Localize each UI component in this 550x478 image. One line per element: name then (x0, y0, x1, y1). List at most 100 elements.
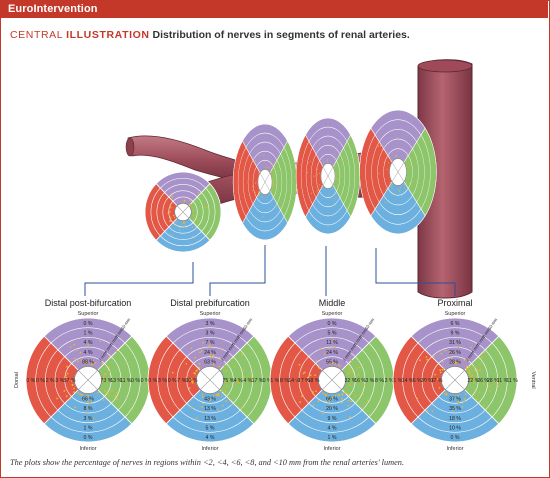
nerve-dot (403, 183, 405, 186)
nerve-dot (441, 368, 444, 371)
nerve-dot (468, 371, 471, 374)
nerve-dot (468, 372, 471, 375)
nerve-dot (224, 390, 227, 393)
nerve-dot (111, 389, 113, 391)
ventral-value: 17 % (252, 378, 264, 384)
nerve-dot (396, 137, 398, 139)
distance-ring (35, 327, 141, 433)
nerve-dot (419, 359, 421, 362)
lumen-cross (322, 166, 334, 186)
nerve-dot (73, 387, 75, 390)
nerve-dot (391, 184, 393, 186)
nerve-dot (203, 360, 206, 363)
nerve-dot (467, 359, 470, 362)
nerve-dot (185, 363, 188, 365)
nerve-dot (395, 155, 397, 157)
distance-ring (64, 356, 112, 404)
ventral-value: 0 % (131, 378, 140, 384)
nerve-dot (108, 356, 110, 359)
superior-value: 3 % (206, 331, 215, 337)
nerve-dot (408, 182, 410, 184)
distance-ring (421, 346, 489, 414)
superior-value: 5 % (328, 331, 337, 337)
distance-ring (371, 129, 425, 215)
superior-value: 1 % (84, 331, 93, 337)
nerve-dot (441, 360, 444, 363)
segment-title: Middle (319, 298, 346, 308)
nerve-dot (445, 392, 448, 395)
nerve-dot (449, 351, 451, 353)
nerve-dot (334, 394, 337, 397)
nerve-dot (316, 182, 318, 184)
distance-mm-label: 8 mm (481, 327, 491, 339)
segment-title: Distal prebifurcation (170, 298, 250, 308)
inferior-value: 66 % (82, 396, 94, 402)
superior-value: 26 % (449, 350, 461, 356)
nerve-dot (318, 172, 320, 174)
nerve-dot (241, 353, 244, 356)
nerve-dot (465, 365, 468, 368)
nerve-dot (426, 358, 429, 361)
distance-mm-label: 4 mm (470, 343, 480, 355)
nerve-dot (272, 166, 274, 169)
nerve-dot (262, 216, 264, 218)
distance-mm-label: 8 mm (358, 327, 368, 339)
nerve-dot (225, 400, 228, 403)
distance-ring (365, 119, 431, 225)
nerve-dot (356, 379, 359, 382)
distance-ring (431, 356, 479, 404)
nerve-dot (315, 390, 317, 392)
nerve-dot (228, 396, 230, 399)
nerve-dot (317, 185, 318, 188)
nerve-dot (349, 416, 351, 418)
nerve-dot (88, 402, 91, 405)
nerve-dot (450, 357, 453, 360)
plot-disc-3: 6 %9 %31 %26 %28 %37 %35 %18 %10 %0 %1 %… (392, 311, 518, 452)
distance-mm-label: 6 mm (476, 335, 486, 347)
nerve-dot (215, 393, 218, 396)
superior-value: 31 % (449, 340, 461, 346)
ventral-value: 0 % (141, 378, 150, 384)
dorsal-value: 3 % (158, 378, 167, 384)
nerve-dot (314, 374, 316, 377)
distance-mm-label: 4 mm (347, 343, 357, 355)
nerve-dot (213, 362, 216, 365)
nerve-dot (324, 393, 327, 396)
superior-value: 28 % (449, 360, 461, 366)
inferior-value: 35 % (449, 406, 461, 412)
ventral-value: 22 % (468, 378, 480, 384)
nerve-dot (334, 166, 336, 168)
nerve-dot (257, 191, 259, 193)
superior-value: 3 % (206, 321, 215, 327)
nerve-dot (218, 356, 221, 359)
nerve-dot (251, 185, 253, 188)
nerve-dot (337, 184, 339, 186)
lumen-cross (176, 205, 190, 219)
nerve-dot (324, 141, 326, 143)
nerve-dot (390, 185, 392, 188)
nerve-dot (227, 378, 230, 381)
distance-mm-label: 8 mm (236, 327, 246, 339)
nerve-dot (275, 204, 277, 206)
aorta-top-opening (417, 59, 473, 73)
nerve-dot (347, 371, 350, 374)
nerve-dot (203, 411, 206, 413)
nerve-dot (362, 393, 364, 396)
dorsal-value: 0 % (148, 378, 157, 384)
ventral-value: 13 % (110, 378, 122, 384)
inferior-value: 1 % (84, 425, 93, 431)
nerve-dot (276, 184, 278, 187)
nerve-dot (307, 162, 309, 164)
inferior-value: 4 % (328, 425, 337, 431)
nerve-dot (378, 172, 380, 175)
inferior-value: 0 % (84, 435, 93, 441)
nerve-dot (56, 397, 58, 400)
distance-ring (242, 141, 288, 223)
nerve-dot (359, 379, 361, 382)
nerve-dot (91, 363, 94, 365)
nerve-dot (109, 370, 111, 373)
nerve-dot (381, 149, 383, 151)
nerve-dot (183, 199, 185, 202)
nerve-dot (66, 372, 69, 375)
